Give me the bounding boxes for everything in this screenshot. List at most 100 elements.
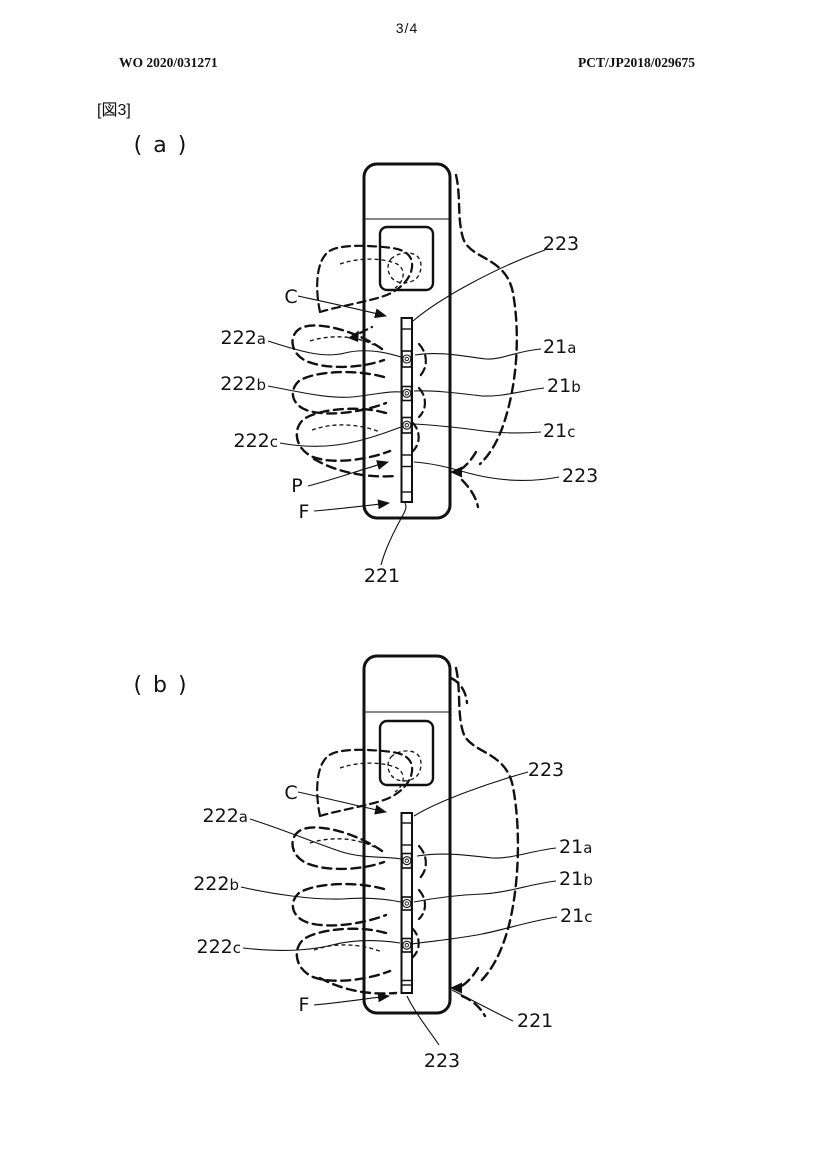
application-number: PCT/JP2018/029675 xyxy=(578,55,695,70)
label-221-b: 221 xyxy=(517,1010,553,1032)
label-222b-b: 222b xyxy=(193,873,239,895)
label-223-side-a: 223 xyxy=(562,465,598,487)
figure-caption: [図3] xyxy=(97,102,131,119)
thumb-arc3-a xyxy=(410,420,420,454)
strip-button-21c xyxy=(401,937,413,953)
leader-F-a xyxy=(313,499,390,512)
palm-bottom-a xyxy=(312,457,398,478)
leader-223-top-a xyxy=(412,249,546,322)
strip-button-21c xyxy=(401,416,413,434)
knuckle-loop1-a xyxy=(291,324,386,369)
panel-a: ( a ) xyxy=(134,133,599,587)
strip-button-21a xyxy=(401,852,413,869)
leader-223-side-a xyxy=(413,461,560,482)
leader-21b-a xyxy=(413,387,545,397)
label-21b-b: 21b xyxy=(559,868,593,890)
button-ring xyxy=(402,388,412,398)
label-222a-b: 222a xyxy=(203,805,248,827)
thumb-motion-arrow-a xyxy=(348,330,359,342)
knuckle-loop1-b xyxy=(291,826,386,871)
knuckle-loop3-b xyxy=(295,927,392,982)
button-inner xyxy=(404,356,409,362)
button-inner xyxy=(404,943,409,948)
fingertip-on-screen-a xyxy=(387,252,422,284)
button-box xyxy=(401,852,413,869)
leader-222a-b xyxy=(249,818,402,860)
leader-221-a xyxy=(380,502,407,566)
finger-inner-line-b xyxy=(339,762,404,793)
knuckle-loop3-a xyxy=(295,407,392,462)
label-F-b: F xyxy=(299,994,310,1016)
label-F-a: F xyxy=(299,501,310,523)
button-ring xyxy=(402,898,412,909)
fingertip-on-screen-b xyxy=(387,750,422,782)
label-222c-b: 222c xyxy=(196,936,241,958)
button-box xyxy=(401,385,413,402)
button-inner xyxy=(404,391,409,396)
leader-222c-a xyxy=(279,426,402,447)
finger-inner-line-a xyxy=(339,258,404,289)
button-box xyxy=(401,937,413,953)
panel-a-label: ( a ) xyxy=(134,133,189,158)
leader-21c-a xyxy=(413,423,542,434)
knuckle-loop2-a xyxy=(291,370,388,415)
strip-body-a xyxy=(400,317,413,503)
thumb-arc2-a xyxy=(417,386,427,419)
button-ring xyxy=(402,940,412,950)
leader-223-bottom-b xyxy=(406,995,440,1046)
button-strip-a xyxy=(400,317,413,503)
button-box xyxy=(401,896,413,911)
button-ring xyxy=(402,420,412,430)
leader-222b-b xyxy=(240,886,402,903)
label-222c-a: 222c xyxy=(233,430,278,452)
label-222a-a: 222a xyxy=(221,327,266,349)
button-ring xyxy=(402,354,412,364)
panel-b: ( b ) xyxy=(133,654,593,1072)
screen-window-b xyxy=(378,719,435,787)
panel-b-label: ( b ) xyxy=(133,673,188,698)
label-223-top-b: 223 xyxy=(528,759,564,781)
device-body-a xyxy=(362,162,452,520)
knuckle-loop2-b xyxy=(291,882,388,927)
leaders-b xyxy=(240,771,558,1046)
label-21a-b: 21a xyxy=(559,836,592,858)
leader-21a-b xyxy=(416,847,557,859)
thumb-arc2-b xyxy=(417,888,427,921)
knuckle-inner1-a xyxy=(309,336,375,346)
hand-arrow-left-a xyxy=(450,466,462,478)
strip-button-21b xyxy=(401,896,413,911)
hand-right-contour-a xyxy=(454,173,518,466)
knuckle-inner3-a xyxy=(311,424,381,433)
label-21c-b: 21c xyxy=(560,905,592,927)
palm-bottom-b xyxy=(318,976,398,995)
leader-P-a xyxy=(307,460,389,487)
strip-button-21a xyxy=(401,350,413,368)
button-ring xyxy=(402,856,412,866)
button-box xyxy=(401,416,413,434)
leader-222b-a xyxy=(267,385,402,398)
label-21c-a: 21c xyxy=(543,420,575,442)
label-221-a: 221 xyxy=(364,565,400,587)
hand-contour-tail2-a xyxy=(460,478,480,509)
label-C-b: C xyxy=(284,782,297,804)
label-21a-a: 21a xyxy=(543,336,576,358)
button-inner xyxy=(404,423,409,428)
hand-right-contour-b xyxy=(454,666,520,984)
thumb-motion-dash-a xyxy=(358,325,374,335)
page-number: 3/4 xyxy=(395,20,419,36)
button-strip-b xyxy=(400,812,413,994)
index-finger-loop-b xyxy=(316,748,414,818)
label-222b-a: 222b xyxy=(220,373,266,395)
leader-F-b xyxy=(313,992,390,1006)
leader-221-b xyxy=(451,989,514,1022)
hand-contour-tail2-b xyxy=(460,994,487,1018)
screen-window-a xyxy=(378,225,435,292)
knuckle-inner1-b xyxy=(309,838,375,848)
device-body-b xyxy=(362,654,452,1015)
leaders-a xyxy=(267,249,560,566)
leader-222a-a xyxy=(267,340,402,358)
hand-outline-a xyxy=(291,173,518,509)
label-223-top-a: 223 xyxy=(543,233,579,255)
leader-21a-a xyxy=(414,348,542,360)
